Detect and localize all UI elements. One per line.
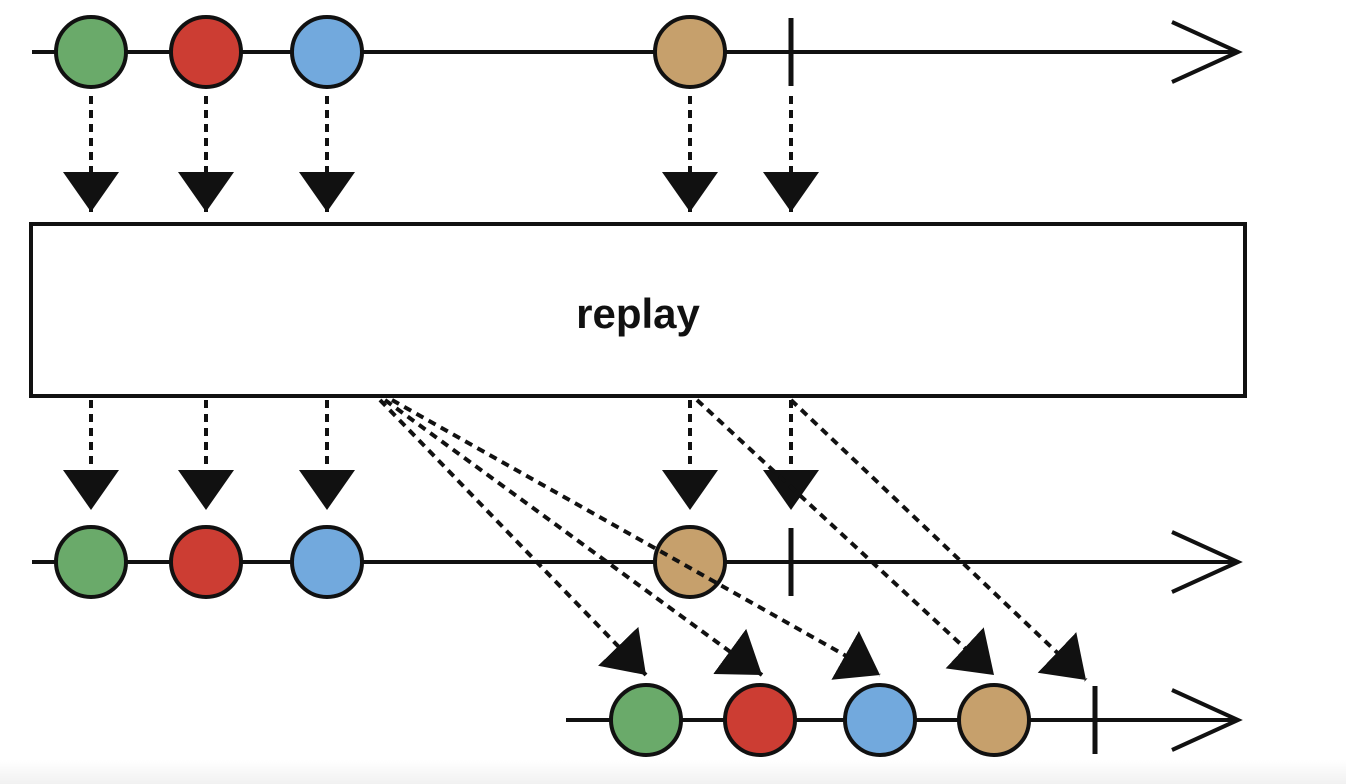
replay-arrow-green bbox=[378, 398, 648, 677]
late-subscriber-marble-blue bbox=[843, 683, 917, 757]
replay-arrow-red bbox=[383, 398, 764, 677]
source-marble-tan bbox=[653, 15, 727, 89]
replay-arrows bbox=[378, 398, 1088, 682]
replay-arrow-blue bbox=[391, 398, 881, 680]
input-arrows bbox=[63, 96, 819, 212]
first-subscriber-timeline bbox=[32, 525, 1243, 599]
late-subscriber-timeline bbox=[566, 683, 1243, 757]
output-arrows bbox=[63, 400, 819, 510]
source-marble-blue bbox=[290, 15, 364, 89]
first-subscriber-marble-tan bbox=[653, 525, 727, 599]
late-subscriber-marble-red bbox=[723, 683, 797, 757]
source-marble-red bbox=[169, 15, 243, 89]
operator-box: replay bbox=[29, 222, 1247, 398]
first-subscriber-marble-green bbox=[54, 525, 128, 599]
source-marbles bbox=[54, 15, 727, 89]
first-subscriber-marble-blue bbox=[290, 525, 364, 599]
source-timeline-arrow-icon bbox=[1171, 20, 1243, 84]
late-subscriber-timeline-arrow-icon bbox=[1171, 688, 1243, 752]
source-timeline bbox=[32, 15, 1243, 89]
replay-arrow-completion bbox=[789, 398, 1088, 682]
operator-box-rect bbox=[29, 222, 1247, 398]
source-marble-green bbox=[54, 15, 128, 89]
late-subscriber-marble-tan bbox=[957, 683, 1031, 757]
first-subscriber-marbles bbox=[54, 525, 727, 599]
operator-label: replay bbox=[576, 290, 700, 337]
first-subscriber-marble-red bbox=[169, 525, 243, 599]
late-subscriber-marble-green bbox=[609, 683, 683, 757]
replay-arrow-tan bbox=[695, 398, 996, 677]
bottom-edge-fade bbox=[0, 760, 1346, 784]
late-subscriber-marbles bbox=[609, 683, 1031, 757]
first-subscriber-timeline-arrow-icon bbox=[1171, 530, 1243, 594]
